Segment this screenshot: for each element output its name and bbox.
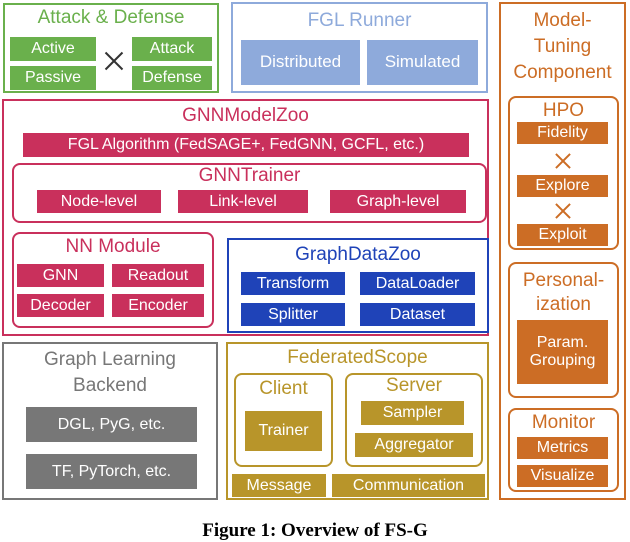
nn-module-panel: NN Module GNN Readout Decoder Encoder bbox=[12, 232, 214, 328]
hpo-title: HPO bbox=[542, 100, 585, 121]
model-tuning-panel: Model- Tuning Component HPO Fidelity Exp… bbox=[499, 2, 626, 500]
gnn-model-zoo-panel: GNNModelZoo FGL Algorithm (FedSAGE+, Fed… bbox=[2, 99, 489, 336]
simulated-block: Simulated bbox=[367, 40, 478, 85]
monitor-title: Monitor bbox=[531, 412, 596, 433]
graph-learning-backend-panel: Graph Learning Backend DGL, PyG, etc. TF… bbox=[2, 342, 218, 500]
attack-block: Attack bbox=[132, 37, 212, 61]
aggregator-block: Aggregator bbox=[355, 433, 473, 457]
visualize-block: Visualize bbox=[517, 465, 608, 487]
encoder-block: Encoder bbox=[112, 294, 204, 317]
client-title: Client bbox=[259, 378, 308, 399]
exploit-block: Exploit bbox=[517, 224, 608, 246]
gnn-block: GNN bbox=[17, 264, 104, 287]
federated-scope-panel: FederatedScope Client Trainer Server Sam… bbox=[226, 342, 489, 500]
server-panel: Server Sampler Aggregator bbox=[345, 373, 483, 467]
message-block: Message bbox=[232, 474, 326, 497]
splitter-block: Splitter bbox=[241, 303, 345, 326]
monitor-panel: Monitor Metrics Visualize bbox=[508, 408, 619, 492]
graph-data-zoo-panel: GraphDataZoo Transform DataLoader Splitt… bbox=[227, 238, 489, 333]
federated-scope-title: FederatedScope bbox=[287, 347, 428, 368]
fgl-algorithm-block: FGL Algorithm (FedSAGE+, FedGNN, GCFL, e… bbox=[23, 133, 469, 157]
graph-data-zoo-title: GraphDataZoo bbox=[295, 244, 421, 265]
node-level-block: Node-level bbox=[37, 190, 161, 213]
graph-learning-backend-title-line1: Graph Learning bbox=[43, 349, 177, 370]
decoder-block: Decoder bbox=[17, 294, 104, 317]
trainer-block: Trainer bbox=[245, 411, 322, 451]
client-panel: Client Trainer bbox=[234, 373, 333, 467]
personalization-panel: Personal- ization Param. Grouping bbox=[508, 262, 619, 398]
hpo-panel: HPO Fidelity Explore Exploit bbox=[508, 96, 619, 250]
graph-level-block: Graph-level bbox=[330, 190, 466, 213]
model-tuning-title-line1: Model- bbox=[533, 10, 592, 31]
cross-icon bbox=[553, 151, 573, 171]
dataloader-block: DataLoader bbox=[360, 272, 475, 295]
fgl-runner-panel: FGL Runner Distributed Simulated bbox=[231, 2, 488, 93]
attack-defense-panel: Attack & Defense Active Attack Passive D… bbox=[3, 3, 219, 93]
dgl-pyg-block: DGL, PyG, etc. bbox=[26, 407, 197, 442]
gnn-trainer-panel: GNNTrainer Node-level Link-level Graph-l… bbox=[12, 163, 487, 223]
personalization-title-line1: Personal- bbox=[522, 270, 605, 291]
readout-block: Readout bbox=[112, 264, 204, 287]
communication-block: Communication bbox=[332, 474, 485, 497]
tf-pytorch-block: TF, PyTorch, etc. bbox=[26, 454, 197, 489]
param-grouping-line1: Param. bbox=[536, 334, 589, 352]
distributed-block: Distributed bbox=[241, 40, 360, 85]
param-grouping-line2: Grouping bbox=[529, 352, 596, 369]
defense-block: Defense bbox=[132, 66, 212, 90]
transform-block: Transform bbox=[241, 272, 345, 295]
gnn-model-zoo-title: GNNModelZoo bbox=[182, 105, 309, 126]
model-tuning-title-line3: Component bbox=[513, 62, 612, 83]
passive-block: Passive bbox=[10, 66, 96, 90]
cross-icon bbox=[553, 201, 573, 221]
figure-caption: Figure 1: Overview of FS-G bbox=[202, 520, 428, 541]
fidelity-block: Fidelity bbox=[517, 122, 608, 144]
attack-defense-title: Attack & Defense bbox=[37, 7, 185, 28]
nn-module-title: NN Module bbox=[65, 236, 161, 257]
graph-learning-backend-title-line2: Backend bbox=[73, 375, 147, 396]
explore-block: Explore bbox=[517, 175, 608, 197]
metrics-block: Metrics bbox=[517, 437, 608, 459]
gnn-trainer-title: GNNTrainer bbox=[198, 165, 301, 186]
sampler-block: Sampler bbox=[361, 401, 464, 425]
dataset-block: Dataset bbox=[360, 303, 475, 326]
personalization-title-line2: ization bbox=[536, 294, 591, 315]
fgl-runner-title: FGL Runner bbox=[307, 10, 412, 31]
link-level-block: Link-level bbox=[178, 190, 308, 213]
cross-icon bbox=[102, 49, 126, 73]
param-grouping-block: Param. Grouping bbox=[517, 320, 608, 384]
active-block: Active bbox=[10, 37, 96, 61]
model-tuning-title-line2: Tuning bbox=[533, 36, 592, 57]
server-title: Server bbox=[386, 375, 442, 396]
